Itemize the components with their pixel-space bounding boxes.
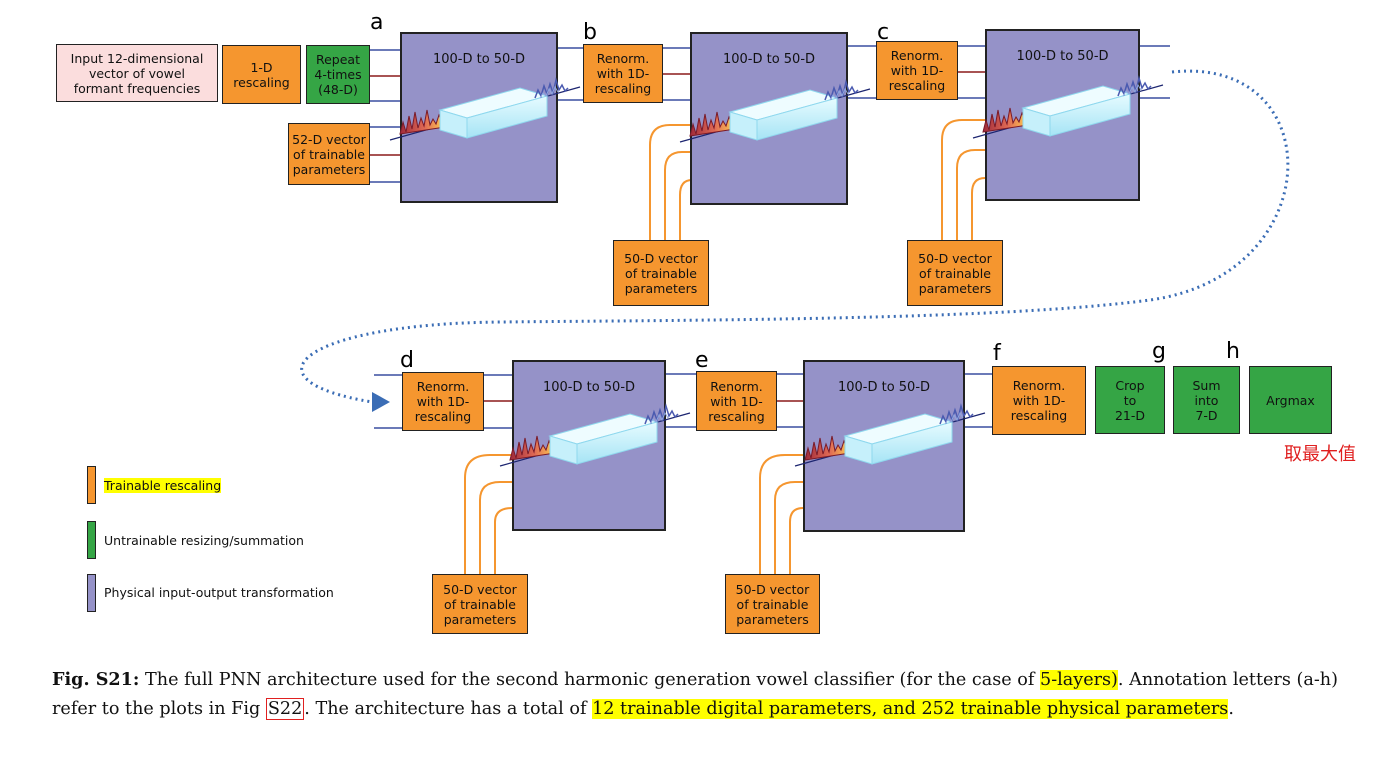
argmax-chinese-annotation: 取最大值 xyxy=(1284,444,1356,465)
renorm-box-c: Renorm. with 1D- rescaling xyxy=(876,41,958,100)
dotted-connector-arrow xyxy=(300,69,1290,412)
caption-text-1: The full PNN architecture used for the s… xyxy=(139,670,1040,690)
legend-swatch-physical xyxy=(87,574,96,612)
row1-wires xyxy=(370,45,1170,183)
sum-box: Sum into 7-D xyxy=(1173,366,1240,434)
trainable-parameters-50d-box-2: 50-D vector of trainable parameters xyxy=(613,240,709,306)
input-vector-box: Input 12-dimensional vector of vowel for… xyxy=(56,44,218,102)
renorm-box-f: Renorm. with 1D- rescaling xyxy=(992,366,1086,435)
crop-box: Crop to 21-D xyxy=(1095,366,1165,434)
annotation-letter-e: e xyxy=(695,348,709,373)
legend-swatch-untrainable xyxy=(87,521,96,559)
annotation-letter-b: b xyxy=(583,20,597,45)
legend-label-physical: Physical input-output transformation xyxy=(104,585,334,600)
caption-highlight-2: 12 trainable digital parameters, and 252… xyxy=(592,699,1229,719)
caption-text-2: . Annotation letters (a-h) refer to the … xyxy=(52,670,1338,719)
annotation-letter-h: h xyxy=(1226,339,1240,364)
figure-caption: Fig. S21: The full PNN architecture used… xyxy=(52,665,1342,724)
crystal-illustration-1 xyxy=(389,79,581,141)
crystal-illustration-5 xyxy=(794,405,986,467)
caption-text-3: . The architecture has a total of xyxy=(304,699,593,719)
row2-wires xyxy=(374,373,992,429)
physical-block-illustrations xyxy=(389,77,1164,467)
trainable-parameters-50d-box-5: 50-D vector of trainable parameters xyxy=(725,574,820,634)
caption-label: Fig. S21: xyxy=(52,669,140,690)
legend-label-trainable: Trainable rescaling xyxy=(104,478,222,493)
annotation-letter-d: d xyxy=(400,348,414,373)
one-d-rescaling-box: 1-D rescaling xyxy=(222,45,301,104)
crystal-illustration-2 xyxy=(679,81,871,143)
figure-reference-link[interactable]: S22 xyxy=(265,698,305,720)
annotation-letter-a: a xyxy=(370,10,384,35)
crystal-illustration-3 xyxy=(972,77,1164,139)
annotation-letter-c: c xyxy=(877,20,890,45)
caption-text-4: . xyxy=(1228,699,1234,719)
repeat-four-times-box: Repeat 4-times (48-D) xyxy=(306,45,370,104)
legend-swatch-trainable xyxy=(87,466,96,504)
caption-highlight-1: 5-layers) xyxy=(1040,670,1118,690)
renorm-box-b: Renorm. with 1D- rescaling xyxy=(583,44,663,103)
legend-label-untrainable: Untrainable resizing/summation xyxy=(104,533,304,548)
parameter-feeds xyxy=(464,119,986,574)
trainable-parameters-50d-box-3: 50-D vector of trainable parameters xyxy=(907,240,1003,306)
annotation-letter-g: g xyxy=(1152,339,1166,364)
trainable-parameters-50d-box-4: 50-D vector of trainable parameters xyxy=(432,574,528,634)
renorm-box-d: Renorm. with 1D- rescaling xyxy=(402,372,484,431)
trainable-parameters-52d-box: 52-D vector of trainable parameters xyxy=(288,123,370,185)
renorm-box-e: Renorm. with 1D- rescaling xyxy=(696,371,777,431)
argmax-box: Argmax xyxy=(1249,366,1332,434)
architecture-diagram xyxy=(300,45,1290,574)
annotation-letter-f: f xyxy=(993,341,1001,366)
crystal-illustration-4 xyxy=(499,405,691,467)
